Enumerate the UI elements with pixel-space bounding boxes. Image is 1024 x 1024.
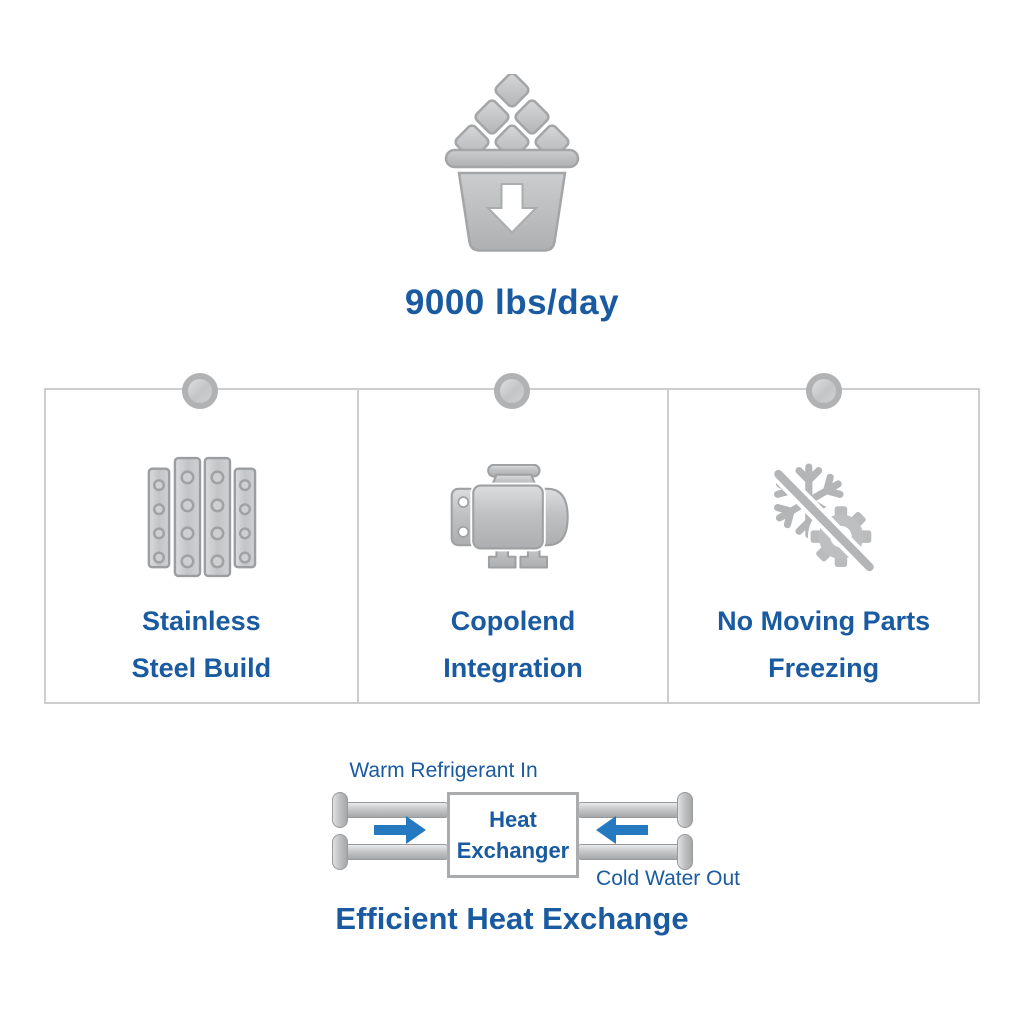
pipe-cap-icon xyxy=(332,834,348,870)
pipe-cap-icon xyxy=(677,834,693,870)
heat-exchange-diagram: Warm Refrigerant In Heat Exchanger Cold … xyxy=(0,755,1024,965)
card-title: Stainless Steel Build xyxy=(132,598,272,692)
feature-card-no-moving-parts: No Moving Parts Freezing xyxy=(667,390,978,702)
card-title-line2: Steel Build xyxy=(131,653,272,683)
ice-bin-icon xyxy=(442,72,582,259)
card-title-line2: Freezing xyxy=(768,653,880,683)
heat-exchanger-line1: Heat xyxy=(489,807,537,832)
card-title-line1: Stainless xyxy=(142,606,261,636)
capacity-label: 9000 lbs/day xyxy=(404,283,620,322)
no-moving-parts-icon xyxy=(766,456,882,578)
card-pin-icon xyxy=(182,373,218,409)
flow-arrow-left-icon xyxy=(596,816,648,849)
card-title: No Moving Parts Freezing xyxy=(717,598,930,692)
heat-exchange-caption: Efficient Heat Exchange xyxy=(335,901,689,936)
warm-refrigerant-in-label: Warm Refrigerant In xyxy=(349,759,538,782)
motor-icon xyxy=(449,456,576,578)
card-title-line1: Copolend xyxy=(450,606,576,636)
card-title-line1: No Moving Parts xyxy=(717,606,931,636)
stainless-plates-icon xyxy=(145,456,257,578)
pipe-cap-icon xyxy=(677,792,693,828)
feature-card-stainless-steel: Stainless Steel Build xyxy=(46,390,357,702)
heat-exchanger-box: Heat Exchanger xyxy=(447,792,579,878)
feature-card-copolend-integration: Copolend Integration xyxy=(356,390,668,702)
card-pin-icon xyxy=(806,373,842,409)
pipe-cap-icon xyxy=(332,792,348,828)
cold-water-out-label: Cold Water Out xyxy=(596,867,740,890)
flow-arrow-right-icon xyxy=(374,816,426,849)
card-title: Copolend Integration xyxy=(443,598,583,692)
card-title-line2: Integration xyxy=(443,653,583,683)
card-pin-icon xyxy=(494,373,530,409)
heat-exchanger-line2: Exchanger xyxy=(456,838,570,863)
feature-cards: Stainless Steel Build xyxy=(44,388,980,704)
